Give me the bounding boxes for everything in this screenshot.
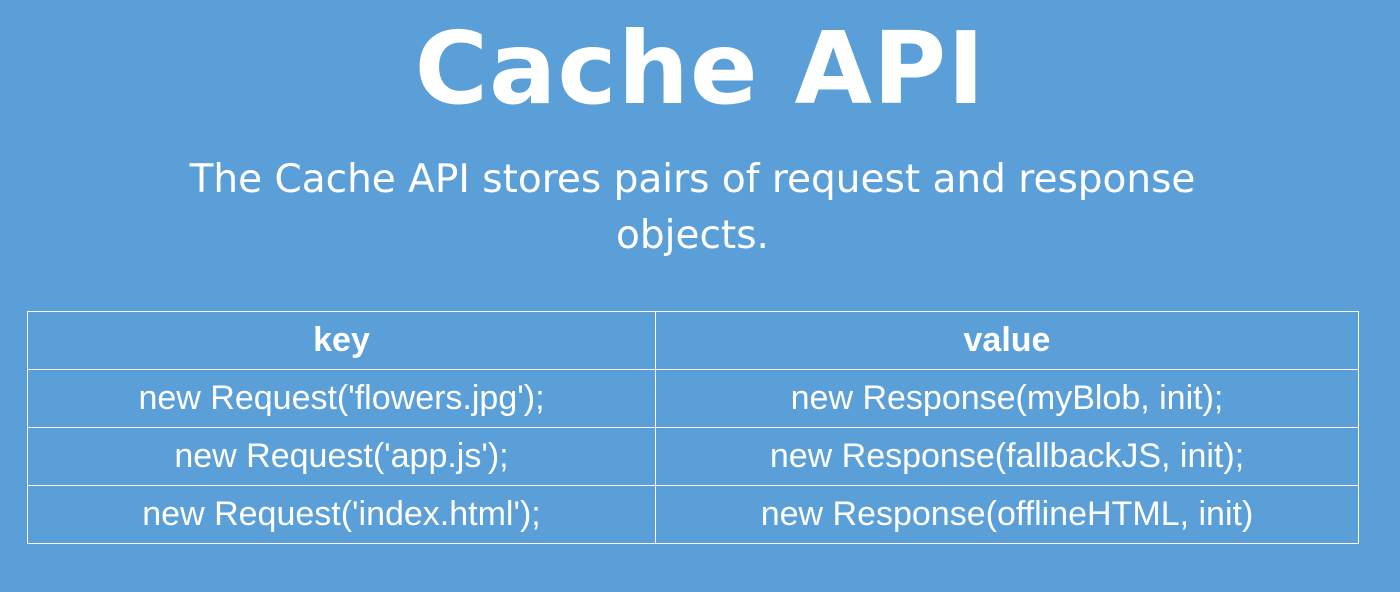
key-cell: new Request('flowers.jpg'); bbox=[27, 369, 656, 428]
key-cell: new Request('app.js'); bbox=[27, 427, 656, 486]
table-row: new Request('flowers.jpg'); new Response… bbox=[27, 369, 1359, 428]
slide-subtitle: The Cache API stores pairs of request an… bbox=[189, 157, 1196, 258]
value-cell: new Response(fallbackJS, init); bbox=[655, 427, 1359, 486]
table-row: new Request('index.html'); new Response(… bbox=[27, 485, 1359, 544]
table-header-row: key value bbox=[27, 311, 1359, 370]
table-row: new Request('app.js'); new Response(fall… bbox=[27, 427, 1359, 486]
value-cell: new Response(offlineHTML, init) bbox=[655, 485, 1359, 544]
key-cell: new Request('index.html'); bbox=[27, 485, 656, 544]
header-key: key bbox=[27, 311, 656, 370]
slide-title: Cache API bbox=[414, 10, 986, 127]
header-value: value bbox=[655, 311, 1359, 370]
key-value-table: key value new Request('flowers.jpg'); ne… bbox=[27, 311, 1359, 544]
value-cell: new Response(myBlob, init); bbox=[655, 369, 1359, 428]
